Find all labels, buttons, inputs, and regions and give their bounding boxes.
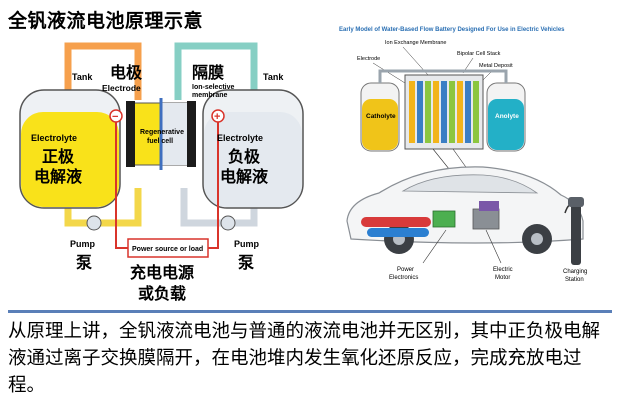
wire-negative [115,118,128,249]
electric-motor-unit [472,208,500,230]
stack-plate [449,81,455,143]
charging-station-label-1: Charging [563,269,587,275]
top-pipe [378,69,508,83]
electrode-label: Electrode [357,56,380,62]
power-source-box [127,238,209,258]
pump-right-cn: 泵 [237,253,254,272]
cell-right-half [162,103,190,165]
page-title: 全钒液流电池原理示意 [8,10,204,32]
right-electrolyte-cn-1: 负极 [228,147,261,166]
pump-left-cn: 泵 [75,253,92,272]
stack-plate [433,81,439,143]
metal-deposit-label: Metal Deposit [479,63,513,69]
flow-battery-schematic: Tank Tank 电极 Electrode 隔膜 Ion-selective … [19,42,304,303]
minus-sign: − [112,111,118,123]
stack-plate [409,81,415,143]
red-tank [361,217,431,227]
plus-sign: + [214,111,220,123]
minus-terminal [109,109,123,123]
tank-right-label: Tank [263,72,284,82]
power-electronics-unit [432,210,456,228]
catholyte-label: Catholyte [366,113,396,120]
electric-motor-label-2: Motor [495,275,510,281]
stack-plate [441,81,447,143]
right-electrode-plate [187,101,196,167]
power-cn-label-2: 或负载 [138,284,186,303]
electrode-cn-label: 电极 [110,63,143,82]
anolyte-fluid [488,99,524,150]
charging-station [571,203,581,265]
blue-tank [367,228,429,237]
catholyte-fluid [362,99,398,150]
right-pump [220,215,236,231]
electric-motor-label-1: Electric [493,267,513,273]
plus-terminal [211,109,225,123]
divider-rule [8,310,612,313]
yellow-flow-pipe [64,188,142,227]
left-electrolyte-cn-2: 电解液 [34,167,83,186]
ev-flow-battery-illustration: Early Model of Water-Based Flow Battery … [339,27,587,283]
stack-unit [479,201,499,211]
power-box-label: Power source or load [132,246,203,253]
fuel-cell-label-2: fuel cell [147,138,173,145]
right-electrolyte [204,112,302,207]
stack-plate [417,81,423,143]
leader-line [422,229,447,264]
bipolar-label: Bipolar Cell Stack [457,51,501,57]
anolyte-label: Anolyte [495,113,519,120]
illustration-title: Early Model of Water-Based Flow Battery … [339,27,565,33]
power-electronics-label-2: Electronics [389,275,418,281]
membrane-cn-label: 隔膜 [192,63,224,82]
teal-flow-pipe [174,42,258,100]
membrane-en-label-1: Ion-selective [192,84,235,91]
leader-line [372,62,406,84]
tank-left-label: Tank [72,72,93,82]
stack-plate [425,81,431,143]
pump-left-en: Pump [70,239,96,249]
fuel-cell-label-1: Regenerative [140,129,184,136]
charging-station-label-2: Station [565,277,584,283]
ion-membrane-label: Ion Exchange Membrane [385,40,446,46]
left-electrolyte-cn-1: 正极 [42,147,75,166]
body-paragraph: 从原理上讲，全钒液流电池与普通的液流电池并无区别，其中正负极电解液通过离子交换膜… [8,321,601,396]
pump-right-en: Pump [234,239,260,249]
right-electrolyte-cn-2: 电解液 [220,167,269,186]
car-window [401,174,539,194]
left-pump [86,215,102,231]
charging-station-head [568,197,584,207]
stack-plate [465,81,471,143]
right-electrolyte-en: Electrolyte [217,133,263,143]
left-electrode-plate [126,101,135,167]
wire-positive [208,118,219,249]
leader-line [485,229,502,264]
stack-plate [473,81,479,143]
orange-flow-pipe [64,42,142,100]
left-electrolyte [21,112,119,207]
power-cn-label-1: 充电电源 [130,263,194,282]
electrode-en-label: Electrode [102,83,141,93]
left-electrolyte-en: Electrolyte [31,133,77,143]
rear-wheel-hub [531,233,543,245]
power-electronics-label-1: Power [397,267,414,273]
stack-plate [457,81,463,143]
membrane-en-label-2: membrane [192,92,228,99]
